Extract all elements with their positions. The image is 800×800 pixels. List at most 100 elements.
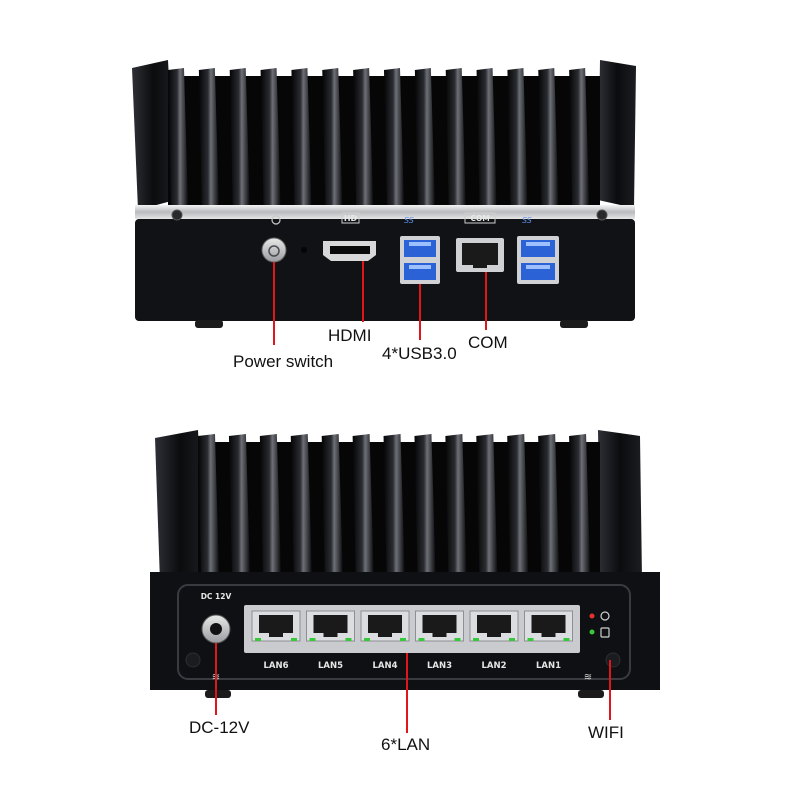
bottom-heatsink-fins [198, 434, 600, 572]
heatsink-fin [228, 434, 250, 572]
screw [171, 209, 183, 221]
heatsink-fin [569, 434, 591, 572]
callout-wifi: WIFI [588, 723, 624, 742]
heatsink-fin [290, 434, 312, 572]
foot [560, 320, 588, 328]
wifi-icon: ≋ [584, 672, 592, 683]
power-icon [268, 245, 280, 257]
lan-led [291, 638, 297, 641]
lan-port-label: LAN4 [372, 661, 397, 671]
lan-port: LAN6 [251, 610, 301, 671]
status-led-red [589, 613, 595, 619]
lan-port-label: LAN2 [481, 661, 506, 671]
lan-led [400, 638, 406, 641]
right-side-pillar [598, 430, 642, 580]
lan-led [454, 638, 461, 641]
heatsink-fin [538, 434, 560, 572]
lan-ports: LAN6 LAN5 LAN4 LAN3 LAN2 LAN1 [251, 610, 573, 671]
heatsink-fin [383, 434, 405, 572]
reset-hole [301, 247, 307, 253]
foot [578, 690, 604, 698]
heatsink-fin [414, 434, 436, 572]
lan-port-label: LAN6 [263, 661, 288, 671]
callout-usb: 4*USB3.0 [382, 344, 457, 363]
heatsink-fin [321, 434, 343, 572]
heatsink-fin [291, 68, 312, 205]
lan-port: LAN1 [524, 610, 573, 671]
callout-power-switch: Power switch [233, 352, 334, 371]
left-side-pillar [132, 60, 175, 210]
heatsink-fin [198, 434, 219, 572]
callout-lan: 6*LAN [381, 735, 431, 754]
hdmi-port-slot [330, 246, 370, 254]
heatsink-fin [445, 434, 467, 572]
heatsink-fin [476, 434, 498, 572]
heatsink-fin [507, 434, 529, 572]
com-mark: COM [470, 214, 489, 223]
heatsink-fin [260, 68, 281, 205]
foot [195, 320, 223, 328]
storage-icon [600, 627, 610, 638]
lan-led [345, 638, 352, 641]
usb3-port-stack-left [400, 236, 440, 284]
lan-port-label: LAN3 [427, 661, 452, 671]
screw [596, 209, 608, 221]
dc-jack-label: DC 12V [201, 592, 232, 601]
lan-led [364, 638, 370, 641]
lan-led [563, 638, 570, 641]
lan-port-label: LAN5 [318, 661, 343, 671]
lan-led [473, 638, 479, 641]
callout-dc-12v: DC-12V [189, 718, 250, 737]
power-symbol-icon [271, 215, 281, 225]
usb3-port-stack-right [517, 236, 559, 284]
right-side-pillar [598, 60, 636, 208]
usb-mark-left: SS [404, 216, 414, 225]
antenna-mount [605, 652, 621, 668]
lan-led [509, 638, 515, 641]
heatsink-fin [384, 68, 404, 205]
usb-mark-right: SS [522, 216, 532, 225]
top-front-panel [135, 219, 635, 321]
lan-port: LAN3 [415, 610, 464, 671]
panel-inset [177, 584, 631, 680]
antenna-mount [185, 652, 201, 668]
heatsink-fin [507, 68, 528, 205]
callout-com: COM [468, 333, 508, 352]
lan-port: LAN4 [360, 610, 410, 671]
lan-port: LAN5 [306, 610, 355, 671]
dc-jack-hole [210, 623, 222, 635]
heatsink-fin [476, 68, 497, 205]
power-icon [600, 611, 610, 621]
heatsink-fin [445, 68, 466, 205]
bottom-callout-lines [215, 643, 611, 733]
top-heatsink-fins [168, 68, 600, 205]
heatsink-fin [322, 68, 343, 205]
top-mini-pc: HD SS COM SS [132, 60, 636, 345]
lan-led [309, 638, 316, 641]
heatsink-fin [259, 434, 281, 572]
status-led-green [589, 629, 595, 635]
hdmi-mark: HD [344, 214, 358, 223]
lan-led [255, 638, 261, 641]
foot [205, 690, 231, 698]
lan-port-label: LAN1 [536, 661, 561, 671]
lan-led [418, 638, 425, 641]
heatsink-fin [352, 434, 374, 572]
top-callout-lines [273, 261, 487, 345]
com-port [456, 238, 504, 272]
callout-hdmi: HDMI [328, 326, 372, 345]
top-silver-strip [135, 205, 635, 219]
heatsink-fin [569, 68, 590, 205]
left-side-pillar [155, 430, 205, 582]
lan-led [527, 638, 534, 641]
heatsink-fin [198, 68, 219, 205]
heatsink-fin [168, 68, 188, 205]
power-switch [261, 237, 287, 263]
heatsink-fin [414, 68, 435, 205]
heatsink-fin [229, 68, 250, 205]
heatsink-fin [353, 68, 374, 205]
lan-port: LAN2 [469, 610, 519, 671]
heatsink-fin [538, 68, 559, 205]
